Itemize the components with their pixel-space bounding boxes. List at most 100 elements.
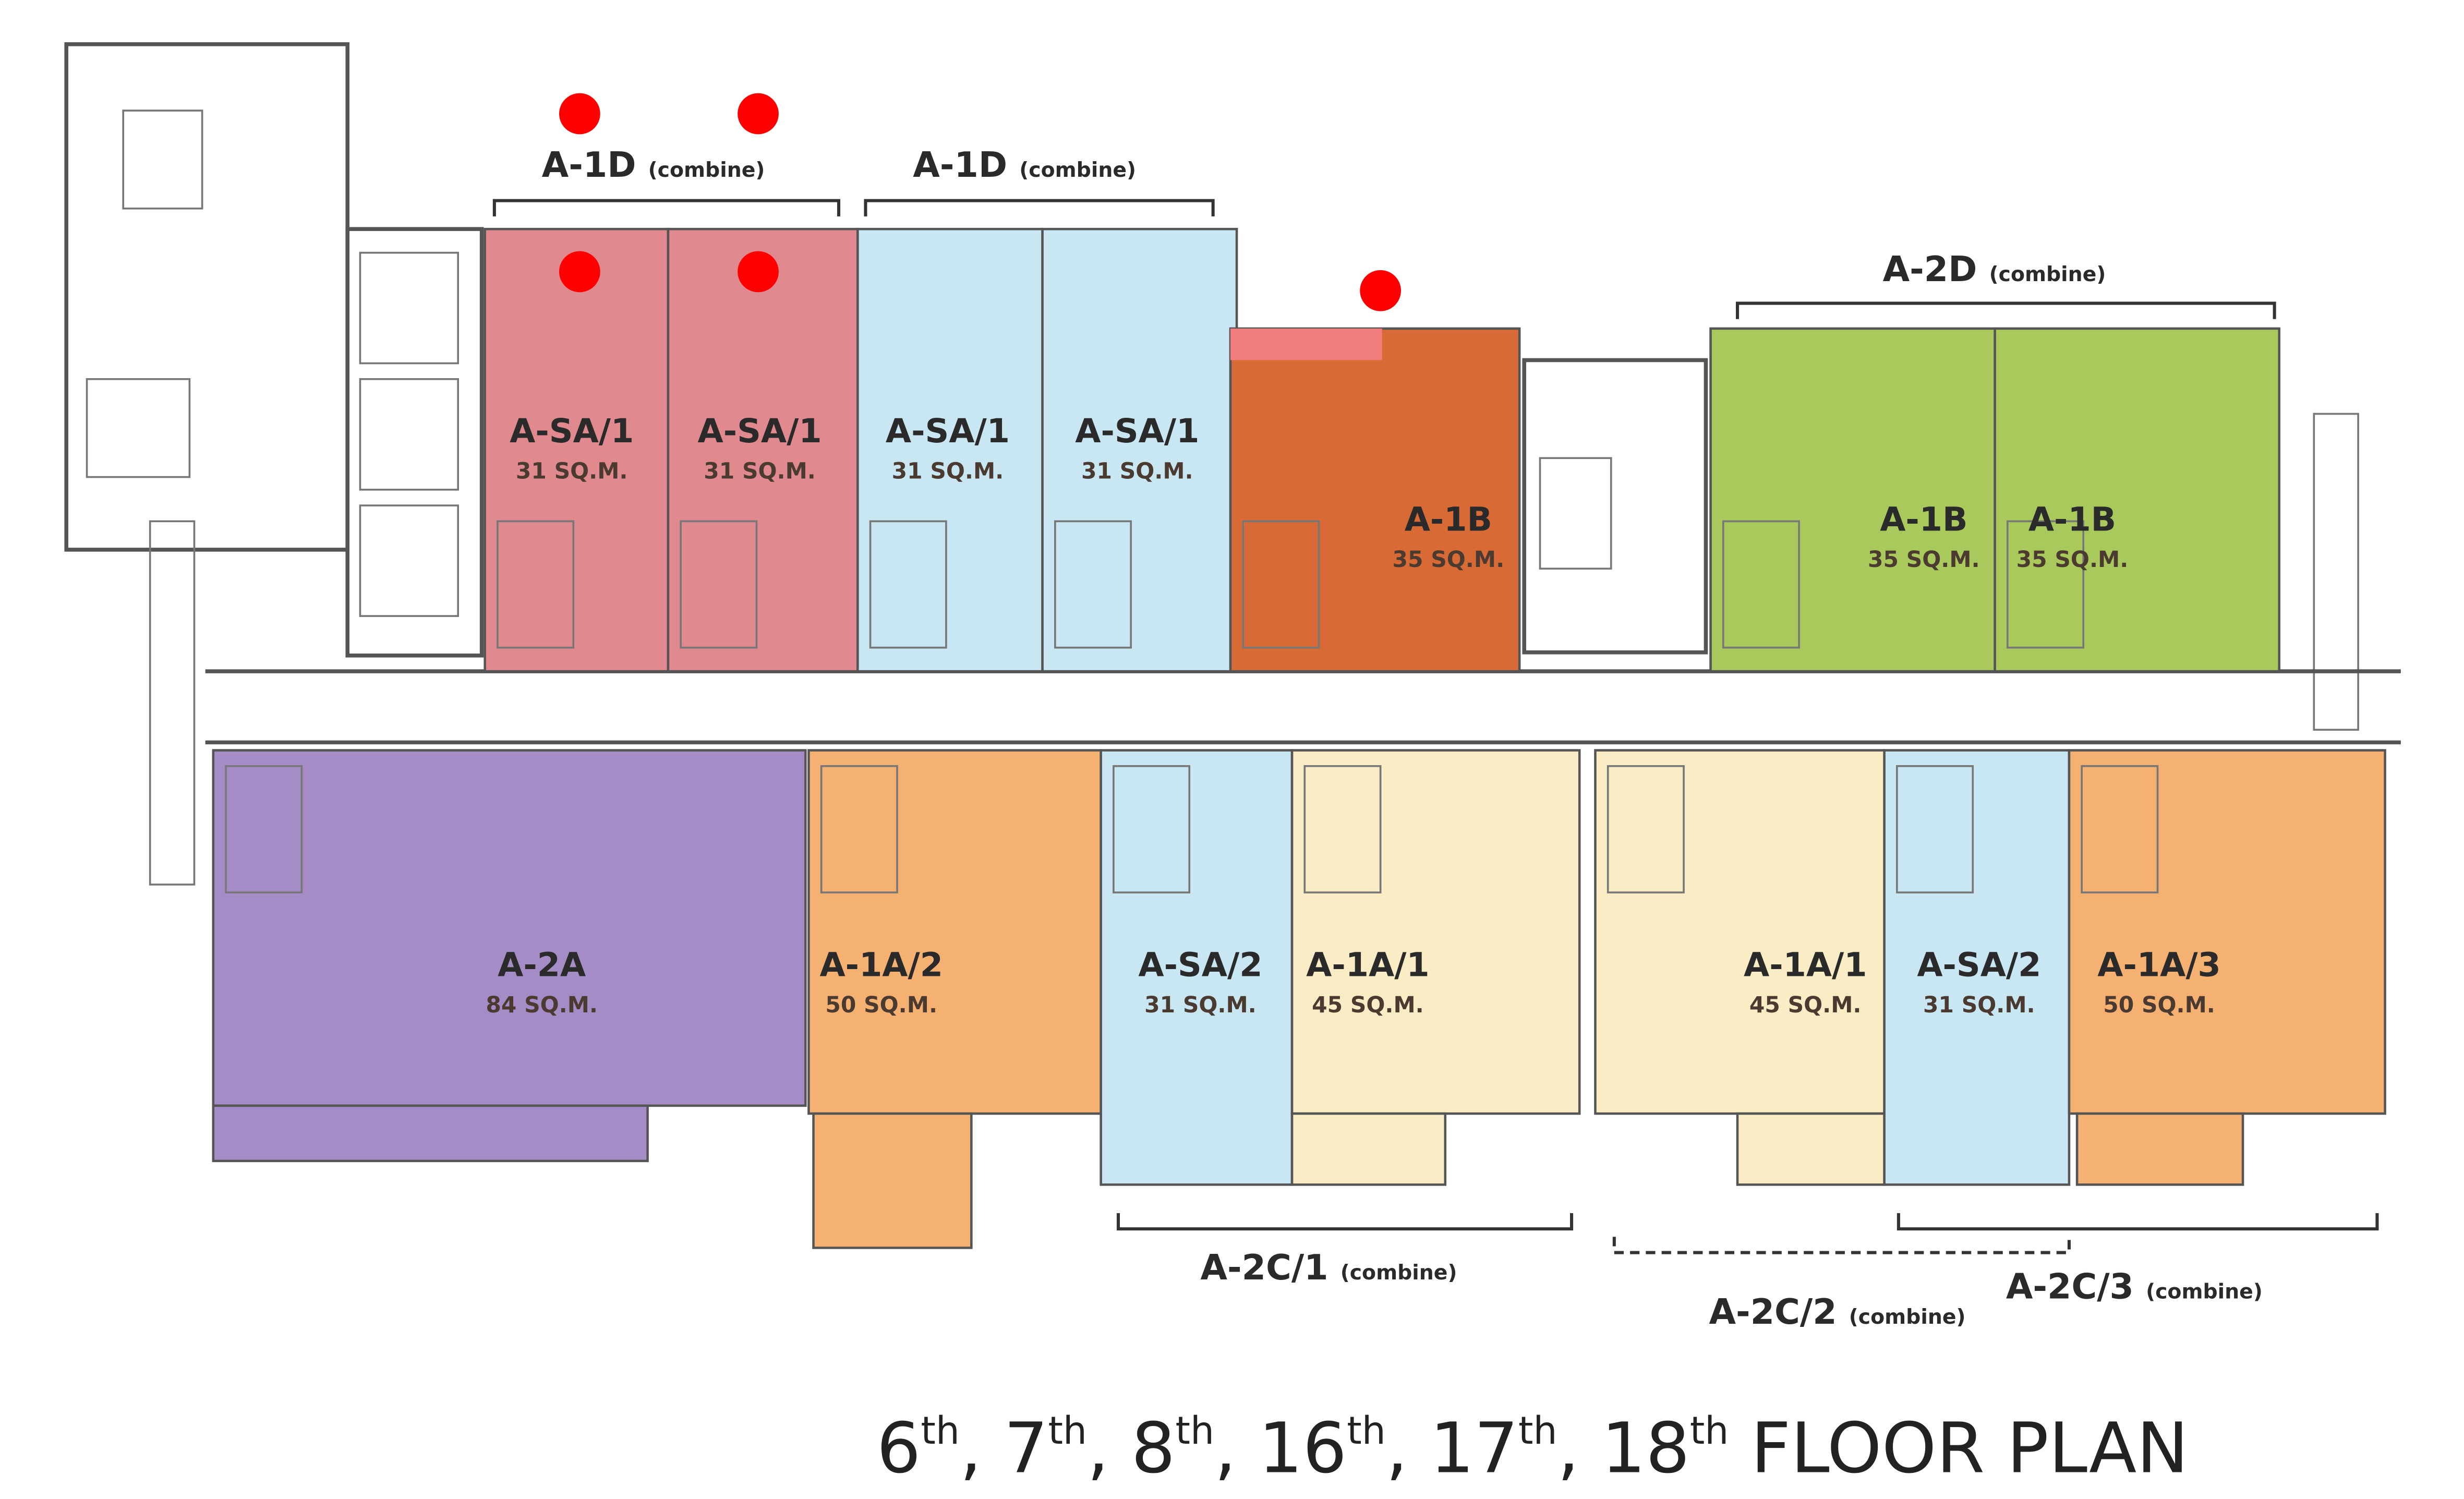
bracket-line bbox=[492, 199, 841, 216]
floor-number: , 18 bbox=[1557, 1408, 1690, 1489]
bathroom-outline bbox=[2007, 520, 2085, 649]
red-dot-marker bbox=[559, 93, 600, 135]
unit-a-sa-1[interactable] bbox=[667, 227, 859, 673]
bathroom-outline bbox=[1242, 520, 1320, 649]
unit-name: A-SA/1 bbox=[886, 412, 1010, 450]
floor-number: 6 bbox=[877, 1408, 921, 1489]
bracket-line bbox=[1897, 1213, 2379, 1231]
unit-a-1b[interactable] bbox=[1229, 327, 1521, 673]
bracket-label: A-1D (combine) bbox=[542, 144, 765, 185]
unit-labels: A-SA/1 31 SQ.M. A-SA/1 31 SQ.M. A-SA/1 31 SQ.… bbox=[486, 412, 2220, 1018]
unit-a-1a-3[interactable] bbox=[2068, 749, 2386, 1186]
unit-a-sa-1[interactable] bbox=[484, 227, 670, 673]
bathroom-outline bbox=[497, 520, 575, 649]
bathroom-outline bbox=[1722, 520, 1800, 649]
unit-area: 84 SQ.M. bbox=[486, 992, 598, 1018]
bracket-name: A-2C/1 bbox=[1200, 1247, 1340, 1288]
unit-name: A-2A bbox=[498, 946, 586, 984]
unit-area-fill bbox=[856, 227, 1044, 673]
bathroom-outline bbox=[869, 520, 947, 649]
unit-name: A-SA/2 bbox=[1138, 946, 1262, 984]
unit-a-1b[interactable] bbox=[1994, 327, 2280, 673]
ordinal-suffix: th bbox=[1175, 1409, 1214, 1453]
unit-area-fill bbox=[1883, 749, 2071, 1186]
unit-area-fill bbox=[1290, 1112, 1447, 1186]
floor-number: , 17 bbox=[1386, 1408, 1518, 1489]
combine-bracket: A-2D (combine) bbox=[1735, 249, 2276, 319]
ordinal-suffix: th bbox=[921, 1409, 960, 1453]
combine-bracket: A-1D (combine) bbox=[492, 144, 841, 216]
title-suffix: FLOOR PLAN bbox=[1729, 1408, 2189, 1489]
ordinal-suffix: th bbox=[1347, 1409, 1386, 1453]
unit-area: 50 SQ.M. bbox=[825, 992, 937, 1018]
unit-area: 31 SQ.M. bbox=[704, 458, 816, 484]
floor-plan-title: 6th​, 7th​, 8th​, 16th​, 17th​, 18th​ FL… bbox=[877, 1408, 2189, 1489]
unit-a-1a-2[interactable] bbox=[807, 749, 1102, 1249]
unit-area-fill bbox=[1736, 1112, 1886, 1186]
unit-area: 31 SQ.M. bbox=[1923, 992, 2035, 1018]
bathroom-outline bbox=[1896, 765, 1974, 893]
bracket-line bbox=[1612, 1237, 2071, 1254]
bracket-sub: (combine) bbox=[1019, 158, 1136, 182]
unit-name: A-SA/2 bbox=[1917, 946, 2041, 984]
bathroom-outline bbox=[1113, 765, 1191, 893]
unit-name: A-1A/1 bbox=[1744, 946, 1867, 984]
unit-area-fill bbox=[807, 749, 1102, 1115]
unit-area-fill bbox=[484, 227, 670, 673]
unit-area: 45 SQ.M. bbox=[1749, 992, 1862, 1018]
combine-bracket: A-2C/2 (combine) bbox=[1612, 1237, 2071, 1332]
bracket-name: A-1D bbox=[913, 144, 1019, 185]
unit-name: A-1B bbox=[1880, 500, 1967, 539]
unit-area-fill bbox=[667, 227, 859, 673]
combine-bracket: A-2C/1 (combine) bbox=[1116, 1213, 1574, 1288]
unit-area-fill bbox=[1100, 749, 1294, 1186]
unit-a-sa-1[interactable] bbox=[856, 227, 1044, 673]
bracket-name: A-1D bbox=[542, 144, 648, 185]
bracket-line bbox=[1735, 301, 2276, 319]
unit-area: 35 SQ.M. bbox=[2016, 547, 2129, 572]
unit-area-fill bbox=[1594, 749, 1886, 1115]
bracket-label: A-1D (combine) bbox=[913, 144, 1136, 185]
unit-a-sa-2[interactable] bbox=[1883, 749, 2071, 1186]
bathroom-outline bbox=[1303, 765, 1382, 893]
floor-number: , 8 bbox=[1087, 1408, 1175, 1489]
unit-a-sa-1[interactable] bbox=[1041, 227, 1238, 673]
bathroom-outline bbox=[1607, 765, 1685, 893]
unit-area-fill bbox=[1041, 227, 1238, 673]
unit-area: 45 SQ.M. bbox=[1312, 992, 1424, 1018]
unit-area-fill bbox=[1709, 327, 1996, 673]
bracket-label: A-2C/3 (combine) bbox=[2006, 1266, 2263, 1307]
bracket-sub: (combine) bbox=[1340, 1261, 1457, 1285]
bathroom-outline bbox=[2081, 765, 2159, 893]
red-markers bbox=[559, 93, 1402, 311]
floor-number: , 7 bbox=[960, 1408, 1048, 1489]
unit-area-fill bbox=[1229, 327, 1521, 673]
unit-a-1a-1[interactable] bbox=[1594, 749, 1886, 1186]
unit-name: A-1A/1 bbox=[1306, 946, 1429, 984]
unit-a-1a-1[interactable] bbox=[1290, 749, 1581, 1186]
bracket-line bbox=[1116, 1213, 1574, 1231]
bracket-name: A-2C/2 bbox=[1709, 1291, 1849, 1332]
bracket-label: A-2C/1 (combine) bbox=[1200, 1247, 1457, 1288]
bracket-line bbox=[864, 199, 1215, 216]
unit-name: A-SA/1 bbox=[1075, 412, 1199, 450]
bracket-name: A-2C/3 bbox=[2006, 1266, 2146, 1307]
bracket-label: A-2D (combine) bbox=[1883, 249, 2106, 289]
bracket-sub: (combine) bbox=[648, 158, 765, 182]
unit-area: 31 SQ.M. bbox=[1081, 458, 1193, 484]
unit-area-fill bbox=[1230, 328, 1382, 360]
combine-bracket: A-1D (combine) bbox=[864, 144, 1215, 216]
red-dot-marker bbox=[559, 251, 600, 293]
unit-area: 31 SQ.M. bbox=[516, 458, 628, 484]
bracket-sub: (combine) bbox=[2146, 1279, 2263, 1303]
unit-a-2a[interactable] bbox=[212, 749, 807, 1163]
ordinal-suffix: th bbox=[1048, 1409, 1087, 1453]
unit-name: A-SA/1 bbox=[698, 412, 822, 450]
unit-a-sa-2[interactable] bbox=[1100, 749, 1294, 1186]
red-dot-marker bbox=[738, 251, 779, 293]
bathroom-outline bbox=[680, 520, 758, 649]
unit-a-1b[interactable] bbox=[1709, 327, 1996, 673]
units-layer bbox=[212, 227, 2386, 1249]
combine-bracket: A-2C/3 (combine) bbox=[1897, 1213, 2379, 1307]
